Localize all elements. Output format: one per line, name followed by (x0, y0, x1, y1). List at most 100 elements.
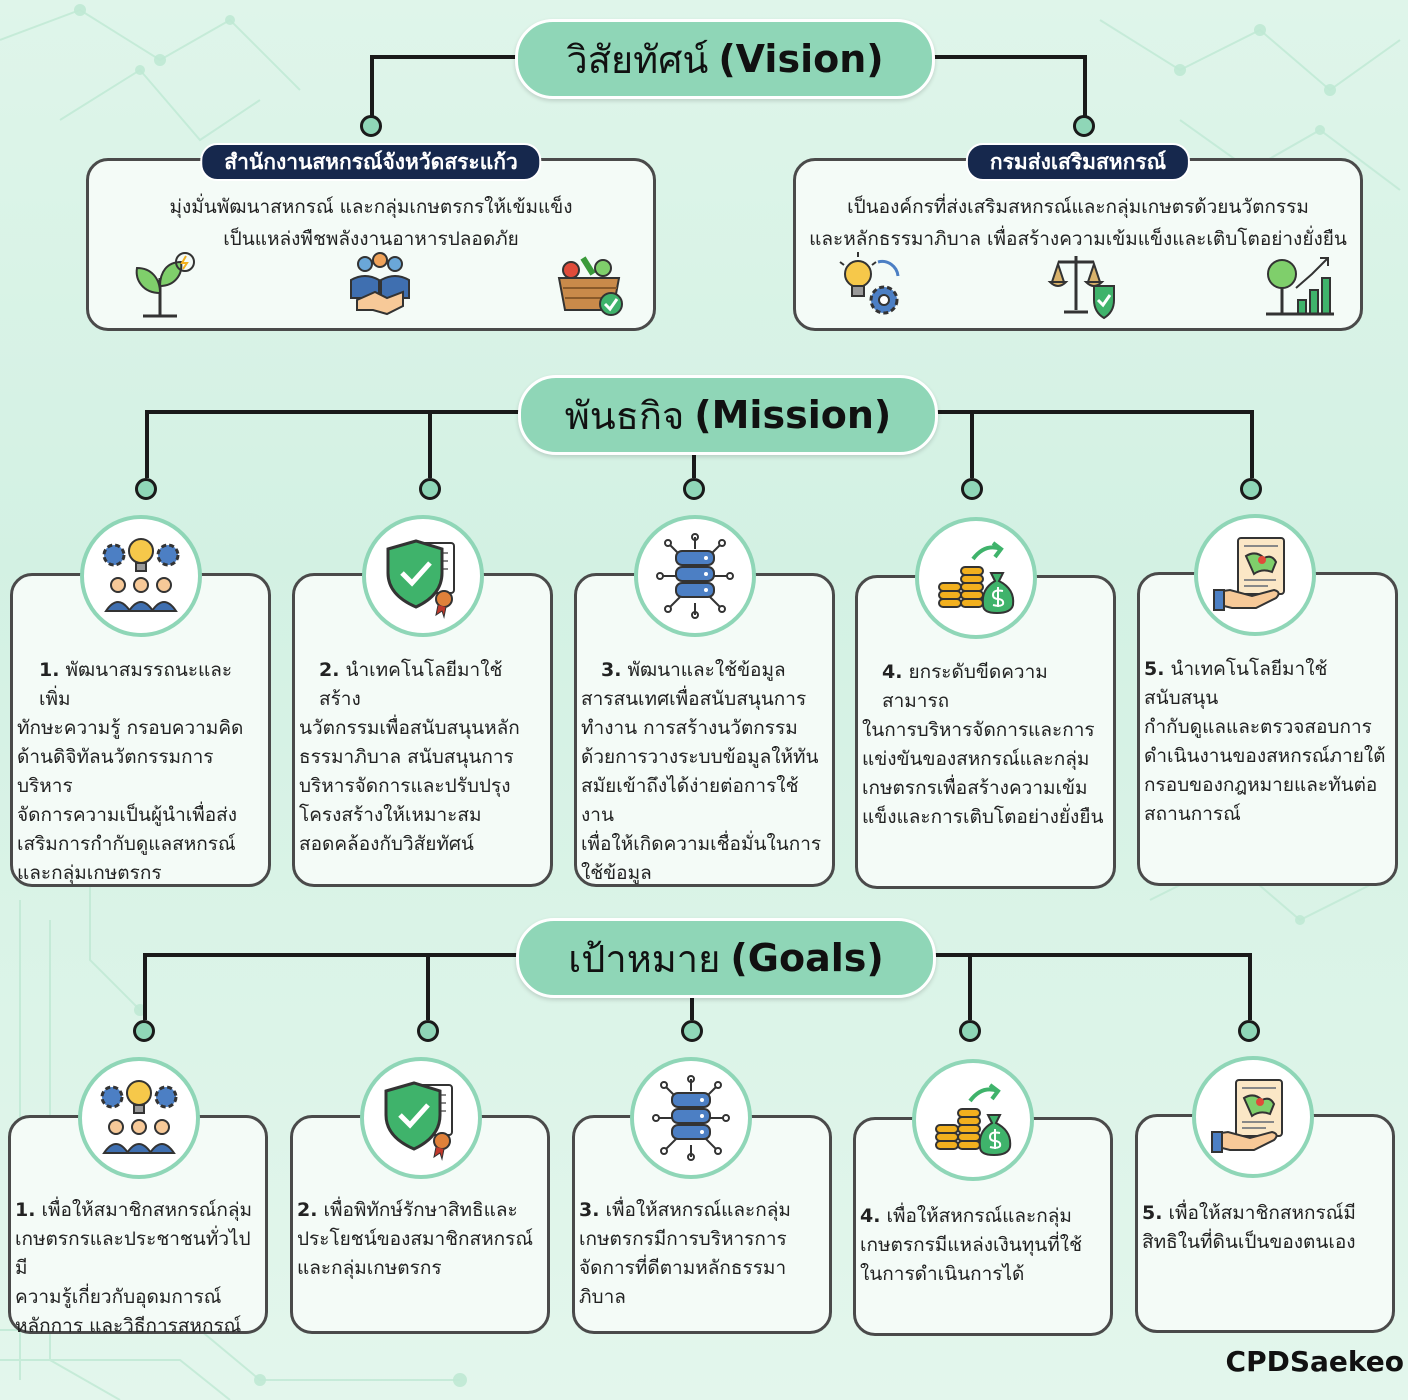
vision-card-province: สำนักงานสหกรณ์จังหวัดสระแก้ว มุ่งมั่นพัฒ… (86, 143, 656, 331)
goal-card-line: 4.เพื่อให้สหกรณ์และกลุ่ม (860, 1202, 1104, 1231)
mission-card-line: นวัตกรรมเพื่อสนับสนุนหลัก (299, 714, 544, 743)
mission-card-line: เพื่อให้เกิดความเชื่อมั่นในการ (581, 830, 826, 859)
mission-card-line-text: จัดการความเป็นผู้นำเพื่อส่ง (17, 804, 238, 826)
goal-icon-circle (78, 1057, 200, 1179)
mission-card-line: สมัยเข้าถึงได้ง่ายต่อการใช้งาน (581, 772, 826, 830)
vision-card-department-text: เป็นองค์กรที่ส่งเสริมสหกรณ์และกลุ่มเกษตร… (796, 191, 1360, 255)
mission-card-number: 3. (601, 659, 622, 681)
goal-card-line: 2.เพื่อพิทักษ์รักษาสิทธิและ (297, 1196, 541, 1225)
goal-card-line: เกษตรกรมีแหล่งเงินทุนที่ใช้ (860, 1231, 1104, 1260)
vision-department-line1: เป็นองค์กรที่ส่งเสริมสหกรณ์และกลุ่มเกษตร… (847, 196, 1309, 218)
goal-card-line-text: เกษตรกรมีแหล่งเงินทุนที่ใช้ (860, 1234, 1082, 1256)
vegetable-basket-icon (557, 256, 623, 316)
innovation-bulb-gear-icon (839, 252, 900, 315)
connector-dot (959, 1020, 981, 1042)
goal-card-line-text: เกษตรกรมีการบริหารการ (579, 1228, 787, 1250)
mission-card-line: 4.ยกระดับขีดความสามารถ (862, 658, 1107, 716)
goal-card-line-text: ภิบาล (579, 1286, 626, 1308)
mission-card-text: 5.นำเทคโนโลยีมาใช้สนับสนุนกำกับดูแลและตร… (1144, 655, 1389, 829)
mission-icon-circle (1194, 514, 1316, 636)
mission-icon-circle (634, 515, 756, 637)
goal-card-text: 2.เพื่อพิทักษ์รักษาสิทธิและประโยชน์ของสม… (297, 1196, 541, 1283)
mission-card-line: กรอบของกฎหมายและทันต่อ (1144, 771, 1389, 800)
goal-icon-circle (912, 1059, 1034, 1181)
mission-card-line: 3.พัฒนาและใช้ข้อมูล (581, 656, 826, 685)
team-idea-icon (100, 1080, 178, 1154)
connector-dot (360, 115, 382, 137)
goal-icon-circle (360, 1057, 482, 1179)
mission-card-line: ด้านดิจิทัลนวัตกรรมการบริหาร (17, 743, 262, 801)
mission-card-line: สารสนเทศเพื่อสนับสนุนการ (581, 685, 826, 714)
mission-card-line: แข็งและการเติบโตอย่างยั่งยืน (862, 803, 1107, 832)
mission-card-line: 1.พัฒนาสมรรถนะและเพิ่ม (17, 656, 262, 714)
mission-card-line-text: เสริมการกำกับดูแลสหกรณ์ (17, 833, 236, 855)
mission-card-line-text: และกลุ่มเกษตรกร (17, 862, 162, 884)
mission-card-line-text: นำเทคโนโลยีมาใช้สนับสนุน (1144, 658, 1328, 709)
goal-card-line-text: ในการดำเนินการได้ (860, 1263, 1025, 1285)
connector-dot (133, 1020, 155, 1042)
shield-certificate-icon (386, 539, 455, 619)
goal-card-line-text: เพื่อให้สหกรณ์และกลุ่ม (605, 1199, 791, 1221)
mission-card-text: 2.นำเทคโนโลยีมาใช้สร้างนวัตกรรมเพื่อสนับ… (299, 656, 544, 859)
mission-card-line-text: โครงสร้างให้เหมาะสม (299, 804, 482, 826)
mission-card-line-text: ทำงาน การสร้างนวัตกรรม (581, 717, 798, 739)
goal-card-line: และกลุ่มเกษตรกร (297, 1254, 541, 1283)
vision-card-department: กรมส่งเสริมสหกรณ์ เป็นองค์กรที่ส่งเสริมส… (793, 143, 1363, 331)
goal-card-line: ความรู้เกี่ยวกับอุดมการณ์ (15, 1283, 259, 1312)
vision-card-department-header: กรมส่งเสริมสหกรณ์ (965, 143, 1191, 181)
mission-card-number: 2. (319, 659, 340, 681)
mission-card-line-text: สถานการณ์ (1144, 803, 1241, 825)
mission-icon-circle (915, 517, 1037, 639)
mission-card-line-text: สอดคล้องกับวิสัยทัศน์ (299, 833, 474, 855)
goal-card-line-text: และกลุ่มเกษตรกร (297, 1257, 442, 1279)
mission-card-line-text: ยกระดับขีดความสามารถ (882, 661, 1048, 712)
database-network-icon (652, 1075, 730, 1161)
connector-dot (417, 1020, 439, 1042)
land-deed-hand-icon (1213, 537, 1285, 611)
team-idea-icon (102, 538, 180, 612)
goal-card-line-text: ความรู้เกี่ยวกับอุดมการณ์ (15, 1286, 222, 1308)
mission-card-line: แข่งขันของสหกรณ์และกลุ่ม (862, 745, 1107, 774)
connector-dot (683, 478, 705, 500)
mission-card-line-text: ใช้ข้อมูล (581, 862, 652, 884)
shield-certificate-icon (384, 1081, 453, 1161)
mission-card-text: 3.พัฒนาและใช้ข้อมูลสารสนเทศเพื่อสนับสนุน… (581, 656, 826, 888)
mission-card-line-text: ดำเนินงานของสหกรณ์ภายใต้ (1144, 745, 1386, 767)
mission-card-line: สอดคล้องกับวิสัยทัศน์ (299, 830, 544, 859)
mission-card-line: บริหารจัดการและปรับปรุง (299, 772, 544, 801)
mission-card-line-text: นวัตกรรมเพื่อสนับสนุนหลัก (299, 717, 520, 739)
mission-card-line-text: สารสนเทศเพื่อสนับสนุนการ (581, 688, 807, 710)
mission-card-line-text: ในการบริหารจัดการและการ (862, 719, 1095, 741)
mission-card-line: เกษตรกรเพื่อสร้างความเข้ม (862, 774, 1107, 803)
mission-icon-circle (80, 515, 202, 637)
mission-card-3: 3.พัฒนาและใช้ข้อมูลสารสนเทศเพื่อสนับสนุน… (574, 573, 835, 887)
vision-title: วิสัยทัศน์ (Vision) (515, 19, 935, 99)
mission-card-line: เสริมการกำกับดูแลสหกรณ์ (17, 830, 262, 859)
coins-money-bag-icon (938, 541, 1015, 615)
mission-card-line: ในการบริหารจัดการและการ (862, 716, 1107, 745)
goal-card-line-text: สิทธิในที่ดินเป็นของตนเอง (1142, 1231, 1356, 1253)
goal-card-line: สิทธิในที่ดินเป็นของตนเอง (1142, 1228, 1386, 1257)
goal-card-line-text: เพื่อให้สหกรณ์และกลุ่ม (886, 1205, 1072, 1227)
mission-card-line-text: นำเทคโนโลยีมาใช้สร้าง (319, 659, 503, 710)
mission-card-line-text: บริหารจัดการและปรับปรุง (299, 775, 511, 797)
mission-card-line-text: พัฒนาสมรรถนะและเพิ่ม (39, 659, 233, 710)
vision-province-line1: มุ่งมั่นพัฒนาสหกรณ์ และกลุ่มเกษตรกรให้เข… (169, 196, 573, 218)
vision-department-line2: และหลักธรรมาภิบาล เพื่อสร้างความเข้มแข็ง… (809, 228, 1347, 250)
goal-card-number: 2. (297, 1199, 318, 1221)
goal-icon-circle (1192, 1056, 1314, 1178)
mission-card-line: สถานการณ์ (1144, 800, 1389, 829)
land-deed-hand-icon (1211, 1079, 1283, 1153)
mission-card-line-text: ด้านดิจิทัลนวัตกรรมการบริหาร (17, 746, 214, 797)
growth-tree-chart-icon (1266, 257, 1334, 316)
mission-card-line-text: แข็งและการเติบโตอย่างยั่งยืน (862, 806, 1104, 828)
goal-card-line-text: ประโยชน์ของสมาชิกสหกรณ์ (297, 1228, 534, 1250)
connector-dot (419, 478, 441, 500)
goal-card-text: 1.เพื่อให้สมาชิกสหกรณ์กลุ่มเกษตรกรและประ… (15, 1196, 259, 1341)
vision-card-province-header: สำนักงานสหกรณ์จังหวัดสระแก้ว (200, 143, 542, 181)
vision-province-line2: เป็นแหล่งพืชพลังงานอาหารปลอดภัย (223, 228, 519, 250)
goal-card-line: 1.เพื่อให้สมาชิกสหกรณ์กลุ่ม (15, 1196, 259, 1225)
goal-card-line: ในการดำเนินการได้ (860, 1260, 1104, 1289)
mission-card-text: 4.ยกระดับขีดความสามารถในการบริหารจัดการแ… (862, 658, 1107, 832)
vision-title-th: วิสัยทัศน์ (566, 37, 709, 82)
